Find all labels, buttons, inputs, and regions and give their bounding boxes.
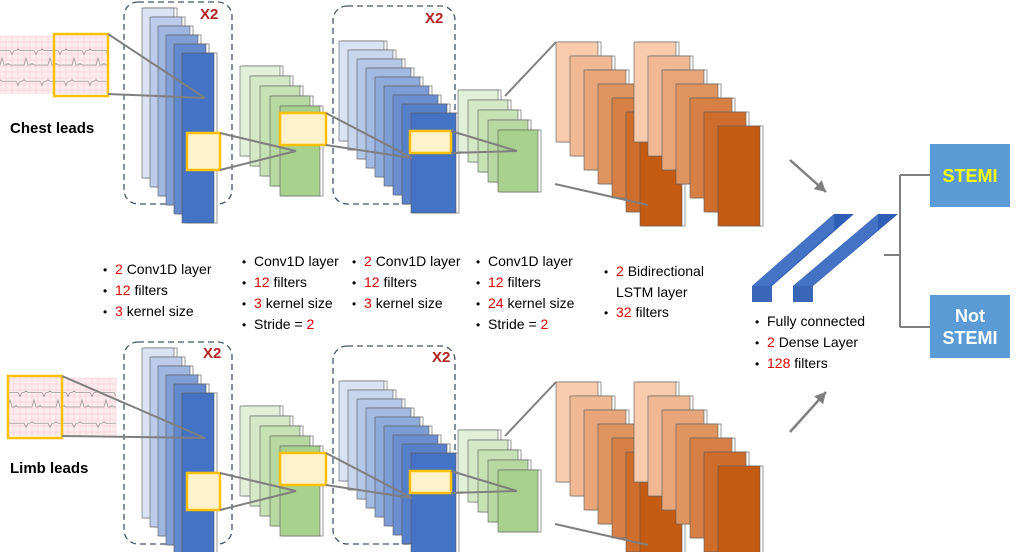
top-link-b	[107, 93, 206, 99]
layer-spec-conv-stride-1: Conv1D layer 12 filters 3 kernel size St…	[242, 251, 339, 335]
output-not-stemi: Not STEMI	[930, 295, 1010, 358]
spec-text: Stride =	[254, 316, 307, 332]
bottom-conv2-window	[278, 451, 328, 487]
spec-text: Bidirectional	[627, 263, 704, 279]
dense-bar-2-front	[793, 214, 878, 302]
top-conv1-window	[185, 131, 222, 172]
bottom-link-i	[504, 381, 557, 437]
top-link-a	[107, 33, 206, 99]
spec-number: 2	[616, 263, 624, 279]
top-conv4-stack-slab	[497, 129, 539, 193]
top-link-f	[325, 144, 413, 159]
spec-number: 32	[616, 304, 632, 320]
layer-spec-conv-block-2: 2 Conv1D layer 12 filters 3 kernel size	[352, 251, 461, 314]
spec-text: kernel size	[265, 295, 333, 311]
spec-number: 12	[488, 274, 504, 290]
top-link-c	[219, 132, 297, 152]
spec-text: Fully connected	[767, 313, 866, 329]
layer-spec-dense: Fully connected 2 Dense Layer 128 filter…	[755, 311, 865, 374]
output-not-stemi-line-1: Not	[955, 305, 985, 326]
top-repeat-box-2	[332, 5, 456, 205]
spec-text: filters	[134, 282, 168, 298]
spec-number: 2	[115, 261, 123, 277]
spec-text: filters	[507, 274, 541, 290]
spec-number: 2	[364, 253, 372, 269]
limb-leads-label: Limb leads	[10, 460, 89, 477]
bottom-ecg-window	[6, 374, 64, 440]
repeat-marker-bottom-2: X2	[432, 349, 451, 366]
spec-text: filters	[273, 274, 307, 290]
spec-text: filters	[383, 274, 417, 290]
spec-text: kernel size	[126, 303, 194, 319]
repeat-marker-bottom-1: X2	[203, 345, 222, 362]
arrow-top-to-dense-head	[813, 180, 826, 192]
top-repeat-box-1	[123, 1, 233, 205]
spec-text: Stride =	[488, 316, 541, 332]
bottom-conv3-stack-slab	[410, 452, 457, 552]
top-link-g	[450, 130, 518, 152]
spec-number: 3	[254, 295, 262, 311]
top-link-i	[504, 41, 557, 97]
spec-text: Conv1D layer	[254, 253, 339, 269]
bottom-link-f	[325, 484, 413, 499]
spec-number: 3	[364, 295, 372, 311]
bottom-link-d	[219, 490, 297, 511]
spec-number: 2	[540, 316, 549, 332]
bottom-link-j	[554, 523, 649, 546]
bottom-conv3-window	[408, 469, 453, 495]
spec-number: 12	[364, 274, 380, 290]
layer-spec-lstm: 2 Bidirectional LSTM layer 32 filters	[604, 261, 704, 323]
spec-text: kernel size	[507, 295, 575, 311]
top-link-h	[450, 150, 518, 154]
spec-number: 2	[306, 316, 315, 332]
bottom-link-b	[61, 435, 206, 439]
bottom-link-c	[219, 472, 297, 492]
bottom-repeat-box-1	[123, 341, 233, 545]
spec-text: Dense Layer	[778, 334, 859, 350]
spec-number: 2	[767, 334, 775, 350]
bottom-lstm-stack-b-slab	[717, 465, 761, 552]
bottom-conv4-stack-slab	[497, 469, 539, 533]
bottom-link-g	[450, 470, 518, 492]
bottom-link-a	[61, 375, 206, 439]
repeat-marker-top-2: X2	[425, 10, 444, 27]
bottom-conv1-window	[185, 471, 222, 512]
dense-bar-1-side	[752, 286, 772, 302]
spec-text: kernel size	[375, 295, 443, 311]
spec-text: Conv1D layer	[375, 253, 461, 269]
spec-number: 12	[254, 274, 270, 290]
dense-bar-1-front	[752, 214, 834, 302]
top-link-e	[325, 112, 413, 159]
top-conv3-stack-slab	[410, 112, 457, 214]
spec-text: Conv1D layer	[126, 261, 212, 277]
top-conv3-window	[408, 129, 453, 155]
top-lstm-stack-b-slab	[717, 125, 761, 227]
spec-text: Conv1D layer	[488, 253, 573, 269]
arrow-bottom-to-dense-head	[814, 392, 826, 405]
top-conv2-window	[278, 111, 328, 147]
bottom-link-h	[450, 490, 518, 494]
chest-leads-label: Chest leads	[10, 120, 95, 137]
spec-number: 12	[115, 282, 131, 298]
spec-number: 24	[488, 295, 504, 311]
spec-text: filters	[794, 355, 828, 371]
layer-spec-conv-stride-2: Conv1D layer 12 filters 24 kernel size S…	[476, 251, 574, 335]
bottom-repeat-box-2	[332, 345, 456, 545]
spec-text: filters	[635, 304, 669, 320]
spec-number: 3	[115, 303, 123, 319]
top-ecg-window	[52, 32, 110, 98]
dense-bar-2-side	[793, 286, 813, 302]
output-stemi-label: STEMI	[942, 165, 998, 186]
output-not-stemi-line-2: STEMI	[942, 327, 998, 348]
spec-text: LSTM layer	[616, 284, 688, 300]
output-stemi: STEMI	[930, 144, 1010, 207]
repeat-marker-top-1: X2	[200, 6, 219, 23]
top-link-d	[219, 150, 297, 171]
spec-number: 128	[767, 355, 791, 371]
bottom-link-e	[325, 452, 413, 499]
top-link-j	[554, 183, 649, 206]
layer-spec-conv-block-1: 2 Conv1D layer 12 filters 3 kernel size	[103, 259, 212, 322]
